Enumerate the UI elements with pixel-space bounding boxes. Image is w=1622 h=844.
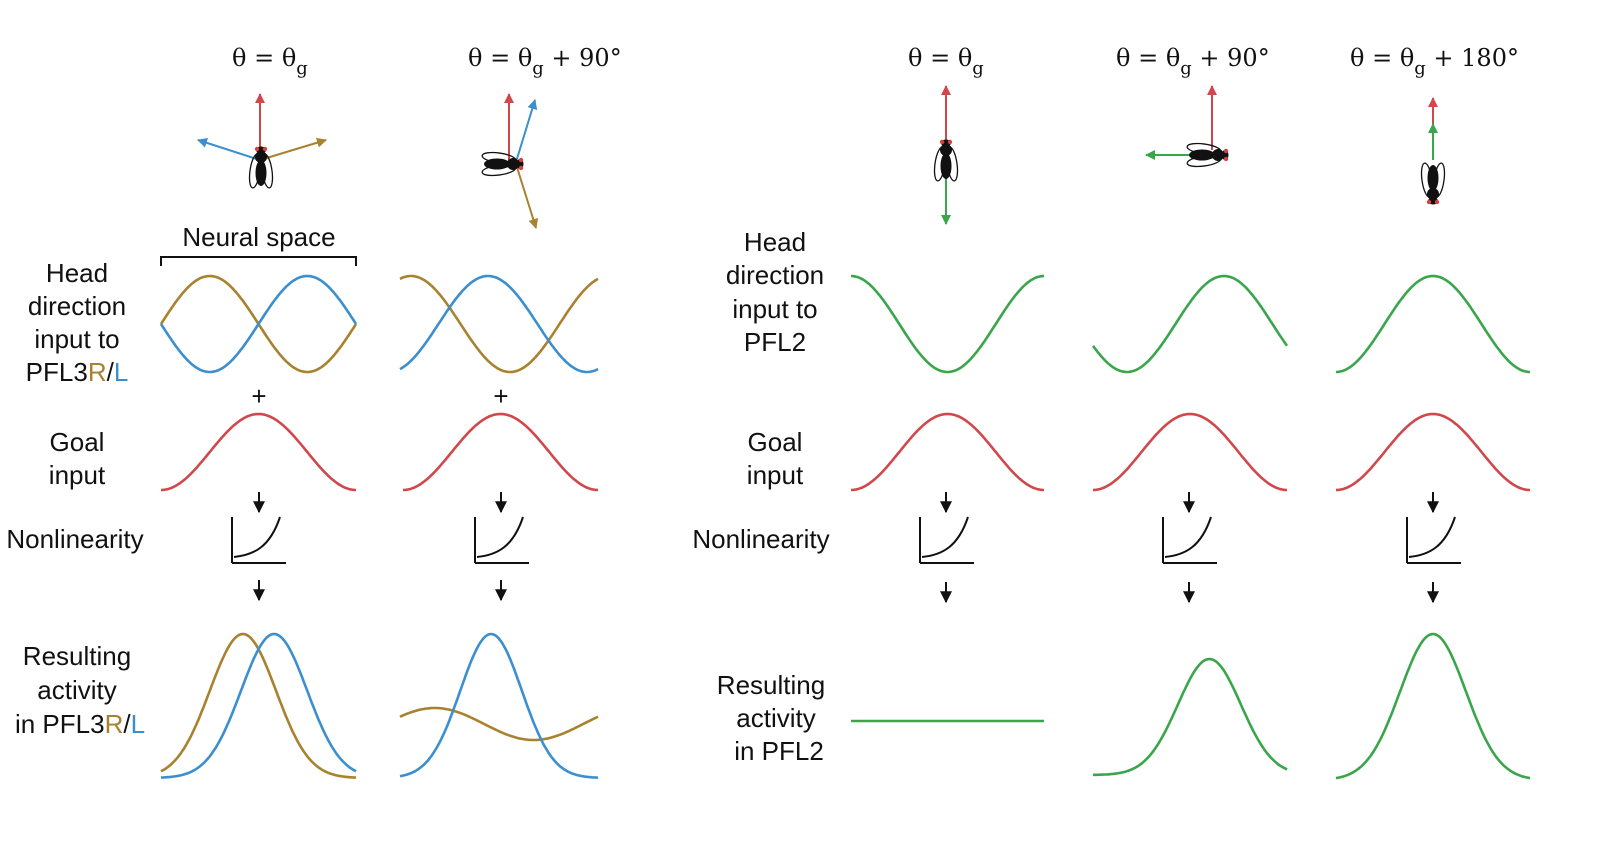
pfl3-right-head-direction-curve xyxy=(399,274,599,374)
label-line: Goal xyxy=(748,427,803,457)
label-line: input to xyxy=(732,294,817,324)
goal-input-curve xyxy=(402,412,599,492)
nonlinearity-icon xyxy=(1406,516,1462,564)
flow-arrows xyxy=(253,492,1439,604)
activity-curves xyxy=(159,274,1531,780)
fly-vector-diagram-pfl3-90 xyxy=(480,93,539,229)
pfl3-left-arrow xyxy=(197,138,261,161)
label-line: Resulting xyxy=(23,641,131,671)
pfl3-left-head-direction-curve xyxy=(159,274,358,374)
fly-vector-diagram-pfl2-aligned xyxy=(932,85,960,225)
right-label-nonlinearity: Nonlinearity xyxy=(692,524,829,554)
neural-space-bracket xyxy=(160,256,357,266)
goal-input-curve xyxy=(160,412,357,492)
label-line: PFL3R/L xyxy=(26,357,129,387)
goal-input-curve xyxy=(1335,412,1531,492)
header-pfl2-aligned: θ = θg xyxy=(908,44,984,79)
label-line: in PFL2 xyxy=(734,736,824,766)
left-label-head-direction: Head direction input to PFL3R/L xyxy=(26,258,129,387)
label-line: in PFL3R/L xyxy=(15,709,145,739)
header-pfl3-aligned: θ = θg xyxy=(232,44,308,79)
pfl2-result-curve xyxy=(1335,632,1531,780)
pfl2-result-curve xyxy=(1092,657,1288,777)
fly-vector-diagram-pfl2-180 xyxy=(1419,97,1447,206)
pfl3-left-result-curve xyxy=(160,632,357,779)
pfl2-head-direction-curve xyxy=(850,274,1045,374)
fly-vector-diagram-pfl2-90 xyxy=(1145,85,1230,169)
label-line: direction xyxy=(28,291,126,321)
header-pfl3-90: θ = θg + 90° xyxy=(468,44,622,79)
left-label-nonlinearity: Nonlinearity xyxy=(6,524,143,554)
nonlinearity-icon xyxy=(474,516,530,564)
fly-vector-diagram-pfl3-aligned xyxy=(197,93,327,190)
plus-sign: + xyxy=(493,381,508,411)
label-line: input to xyxy=(34,324,119,354)
right-label-head-direction: Head direction input to PFL2 xyxy=(726,227,824,357)
header-pfl2-180: θ = θg + 180° xyxy=(1350,44,1519,79)
label-line: PFL2 xyxy=(744,327,806,357)
nonlinearity-icon xyxy=(231,516,287,564)
pfl3-left-head-direction-curve xyxy=(399,274,599,374)
goal-input-curve xyxy=(850,412,1045,492)
label-line: activity xyxy=(37,675,116,705)
label-line: Resulting xyxy=(717,670,825,700)
nonlinearity-icon xyxy=(1162,516,1218,564)
neural-space-label: Neural space xyxy=(182,222,335,252)
header-pfl2-90: θ = θg + 90° xyxy=(1116,44,1270,79)
label-line: Head xyxy=(744,227,806,257)
label-line: input xyxy=(49,460,106,490)
pfl2-head-direction-curve xyxy=(1335,274,1531,374)
right-label-resulting: Resulting activity in PFL2 xyxy=(717,670,825,766)
plus-sign: + xyxy=(251,381,266,411)
right-label-goal: Goal input xyxy=(747,427,804,490)
nonlinearity-icon xyxy=(919,516,975,564)
pfl3-right-arrow xyxy=(515,163,539,229)
label-line: input xyxy=(747,460,804,490)
pfl3-right-result-curve xyxy=(399,706,599,742)
pfl3-right-result-curve xyxy=(160,632,357,779)
pfl2-head-direction-curve xyxy=(1091,274,1289,374)
left-label-goal: Goal input xyxy=(49,427,106,490)
label-line: Head xyxy=(46,258,108,288)
label-line: Goal xyxy=(50,427,105,457)
goal-input-curve xyxy=(1092,412,1288,492)
pfl3-left-arrow xyxy=(515,99,538,163)
left-label-resulting: Resulting activity in PFL3R/L xyxy=(15,641,145,739)
pfl3-right-arrow xyxy=(259,137,327,161)
label-line: activity xyxy=(736,703,815,733)
label-line: direction xyxy=(726,260,824,290)
pfl3-left-result-curve xyxy=(399,632,599,779)
